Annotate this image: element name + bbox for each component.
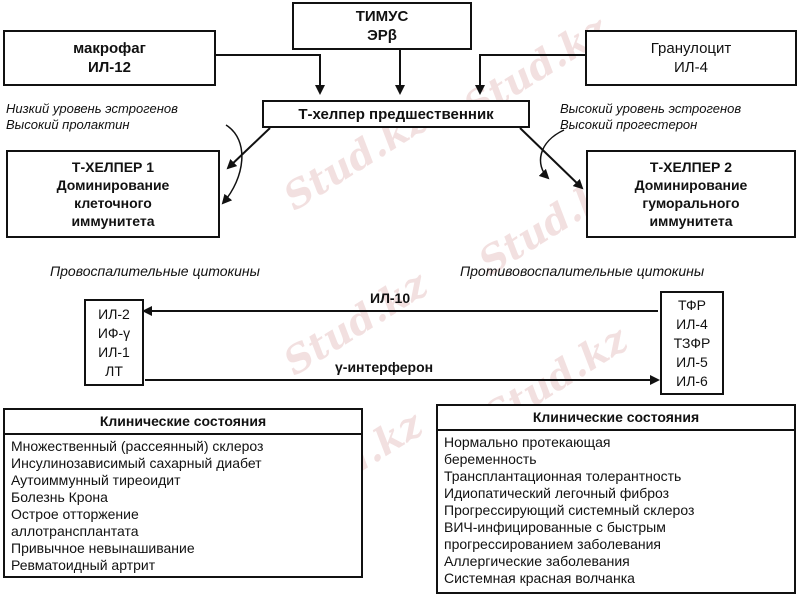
right-condition: Высокий уровень эстрогенов Высокий проге…	[560, 101, 742, 132]
list-item: Системная красная волчанка	[444, 570, 635, 586]
proinflammatory-caption: Провоспалительные цитокины	[50, 263, 260, 279]
arrow-precursor-to-th1	[226, 127, 271, 170]
th2-title: Т-ХЕЛПЕР 2	[649, 159, 733, 175]
il10-label: ИЛ-10	[370, 290, 411, 306]
list-item: Идиопатический легочный фиброз	[444, 485, 670, 501]
right-clinical-box: Клинические состояния Нормально протекаю…	[436, 404, 796, 594]
list-item: Прогрессирующий системный склероз	[444, 502, 695, 518]
list-item: Болезнь Крона	[11, 489, 108, 505]
arrow-left-condition	[221, 124, 243, 205]
precursor-box: Т-хелпер предшественник	[262, 100, 530, 128]
thymus-label: ТИМУС	[355, 8, 409, 25]
list-item: прогрессированием заболевания	[444, 536, 661, 552]
right-cytokines-box: ТФР ИЛ-4 ТЗФР ИЛ-5 ИЛ-6	[660, 291, 724, 395]
gamma-interferon-label: γ-интерферон	[335, 359, 434, 375]
il12-label: ИЛ-12	[88, 59, 131, 76]
antiinflammatory-caption: Противовоспалительные цитокины	[460, 263, 705, 279]
list-item: Нормально протекающая	[444, 434, 611, 450]
arrow-right-condition	[538, 129, 565, 180]
list-item: Ревматоидный артрит	[11, 557, 156, 573]
il4-label: ИЛ-4	[674, 59, 708, 76]
right-clinical-title: Клинические состояния	[438, 406, 794, 431]
granulocyte-box: Гранулоцит ИЛ-4	[585, 30, 797, 86]
macrophage-box: макрофаг ИЛ-12	[3, 30, 216, 86]
thymus-box: ТИМУС ЭРβ	[292, 2, 472, 50]
left-clinical-box: Клинические состояния Множественный (рас…	[3, 408, 363, 578]
list-item: Множественный (рассеянный) склероз	[11, 438, 264, 454]
macrophage-label: макрофаг	[73, 40, 146, 57]
precursor-label: Т-хелпер предшественник	[298, 105, 494, 123]
left-clinical-title: Клинические состояния	[5, 410, 361, 435]
arrow-precursor-to-th2	[519, 127, 584, 190]
granulocyte-label: Гранулоцит	[650, 40, 732, 57]
th1-title: Т-ХЕЛПЕР 1	[71, 159, 155, 175]
erb-label: ЭРβ	[367, 27, 397, 44]
list-item: Трансплантационная толерантность	[444, 468, 682, 484]
list-item: аллотрансплантата	[11, 523, 139, 539]
arrow-macrophage-to-precursor	[215, 54, 325, 95]
left-condition: Низкий уровень эстрогенов Высокий пролак…	[6, 101, 178, 132]
arrow-granulocyte-to-precursor	[475, 54, 585, 95]
th1-box: Т-ХЕЛПЕР 1 Доминирование клеточного имму…	[6, 150, 220, 238]
left-clinical-list: Множественный (рассеянный) склероз Инсул…	[5, 435, 361, 577]
list-item: Аллергические заболевания	[444, 553, 630, 569]
th2-box: Т-ХЕЛПЕР 2 Доминирование гуморального им…	[586, 150, 796, 238]
list-item: ВИЧ-инфицированные с быстрым	[444, 519, 666, 535]
list-item: беременность	[444, 451, 537, 467]
left-cytokines-box: ИЛ-2 ИФ-γ ИЛ-1 ЛТ	[84, 299, 144, 386]
list-item: Острое отторжение	[11, 506, 139, 522]
list-item: Аутоиммунный тиреоидит	[11, 472, 181, 488]
list-item: Привычное невынашивание	[11, 540, 195, 556]
right-clinical-list: Нормально протекающая беременность Транс…	[438, 431, 794, 590]
list-item: Инсулинозависимый сахарный диабет	[11, 455, 262, 471]
